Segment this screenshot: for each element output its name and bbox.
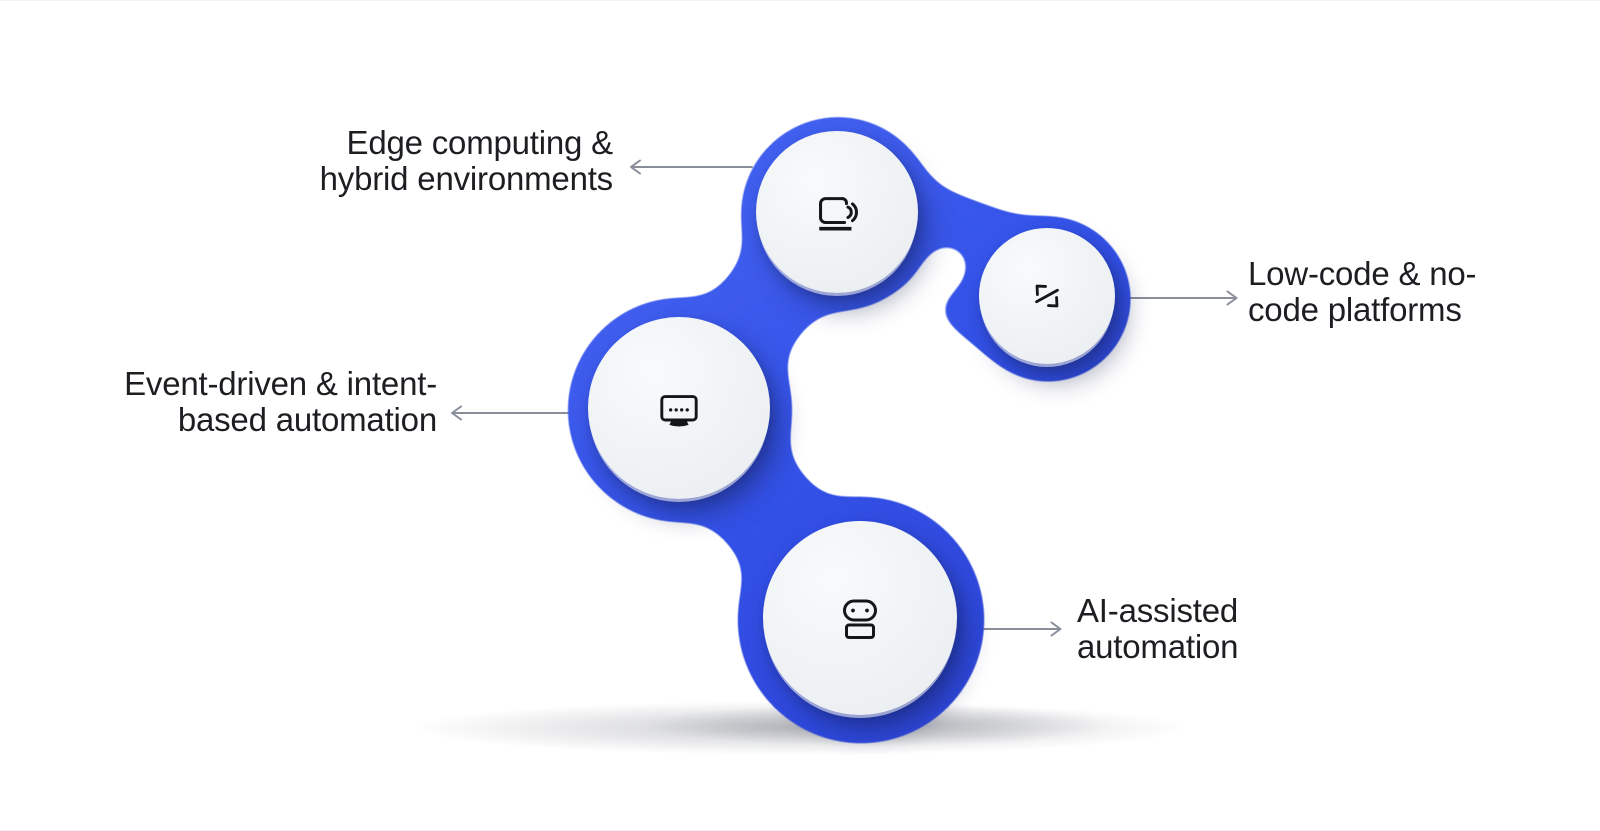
node-ai-assisted	[763, 521, 957, 715]
node-edge-computing	[756, 131, 918, 293]
label-event-driven: Event-driven & intent- based automation	[124, 366, 437, 438]
console-dots-icon	[660, 395, 698, 427]
label-ai-assisted: AI-assisted automation	[1077, 593, 1238, 665]
arrow-event-driven	[451, 405, 569, 421]
label-line: Event-driven & intent-	[124, 365, 437, 402]
arrow-low-code	[1127, 290, 1238, 306]
label-low-code: Low-code & no- code platforms	[1248, 255, 1477, 328]
label-line: based automation	[177, 401, 437, 438]
label-edge-computing: Edge computing & hybrid environments	[319, 124, 614, 197]
laptop-signal-icon	[819, 197, 858, 231]
robot-icon	[843, 599, 877, 639]
label-line: Edge computing &	[346, 124, 614, 161]
label-line: code platforms	[1248, 291, 1462, 328]
label-line: Low-code & no-	[1248, 255, 1477, 292]
node-event-driven	[588, 317, 770, 499]
label-line: hybrid environments	[319, 160, 614, 197]
label-line: AI-assisted	[1077, 592, 1239, 629]
node-low-code	[979, 228, 1115, 364]
arrow-ai-assisted	[983, 621, 1062, 637]
arrow-edge-computing	[630, 159, 753, 175]
code-icon	[1035, 284, 1059, 308]
label-line: automation	[1077, 628, 1239, 665]
